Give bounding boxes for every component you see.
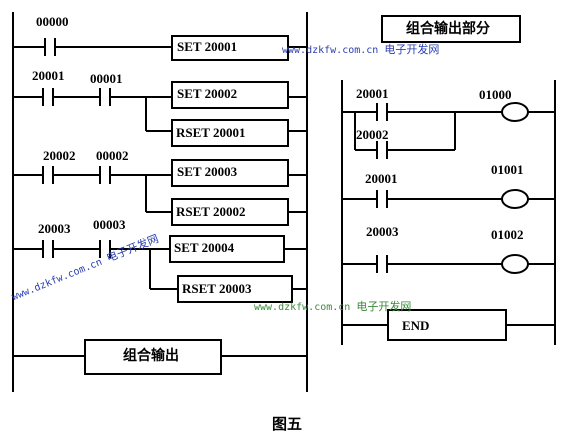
contact-label-r-20001: 20001 xyxy=(356,86,389,101)
contact-label-r3-20003: 20003 xyxy=(366,224,399,239)
contact-label-00002: 00002 xyxy=(96,148,129,163)
coil-label-set-20001: SET 20001 xyxy=(177,39,238,54)
contact-label-00001: 00001 xyxy=(90,71,123,86)
watermark-middle-cn: 电子开发网 xyxy=(356,300,412,313)
watermark-middle-url: www.dzkfw.com.cn xyxy=(254,302,351,313)
contact-label-00003: 00003 xyxy=(93,217,126,232)
coil-label-set-20002: SET 20002 xyxy=(177,86,238,101)
coil-label-set-20004: SET 20004 xyxy=(174,240,235,255)
output-label-01001: 01001 xyxy=(491,162,524,177)
contact-label-r2-20001: 20001 xyxy=(365,171,398,186)
contact-label-20003: 20003 xyxy=(38,221,71,236)
coil-label-rset-20002: RSET 20002 xyxy=(176,204,246,219)
contact-label-20002: 20002 xyxy=(43,148,76,163)
coil-label-rset-20001: RSET 20001 xyxy=(176,125,246,140)
watermark-top-cn: 电子开发网 xyxy=(384,43,440,56)
watermark-middle: www.dzkfw.com.cn 电子开发网 xyxy=(254,301,411,314)
coil-label-set-20003: SET 20003 xyxy=(177,164,238,179)
contact-label-00000: 00000 xyxy=(36,14,69,29)
output-label-01000: 01000 xyxy=(479,87,512,102)
section-title: 组合输出部分 xyxy=(406,21,490,37)
figure-caption: 图五 xyxy=(272,415,303,433)
contact-label-r-20002: 20002 xyxy=(356,127,389,142)
contact-label-20001: 20001 xyxy=(32,68,65,83)
end-label: END xyxy=(402,318,430,333)
watermark-top: www.dzkfw.com.cn 电子开发网 xyxy=(282,44,439,57)
watermark-top-url: www.dzkfw.com.cn xyxy=(282,45,379,56)
coil-label-rset-20003: RSET 20003 xyxy=(182,281,252,296)
subroutine-label: 组合输出 xyxy=(123,348,179,364)
output-label-01002: 01002 xyxy=(491,227,524,242)
section-title-box xyxy=(381,15,521,43)
